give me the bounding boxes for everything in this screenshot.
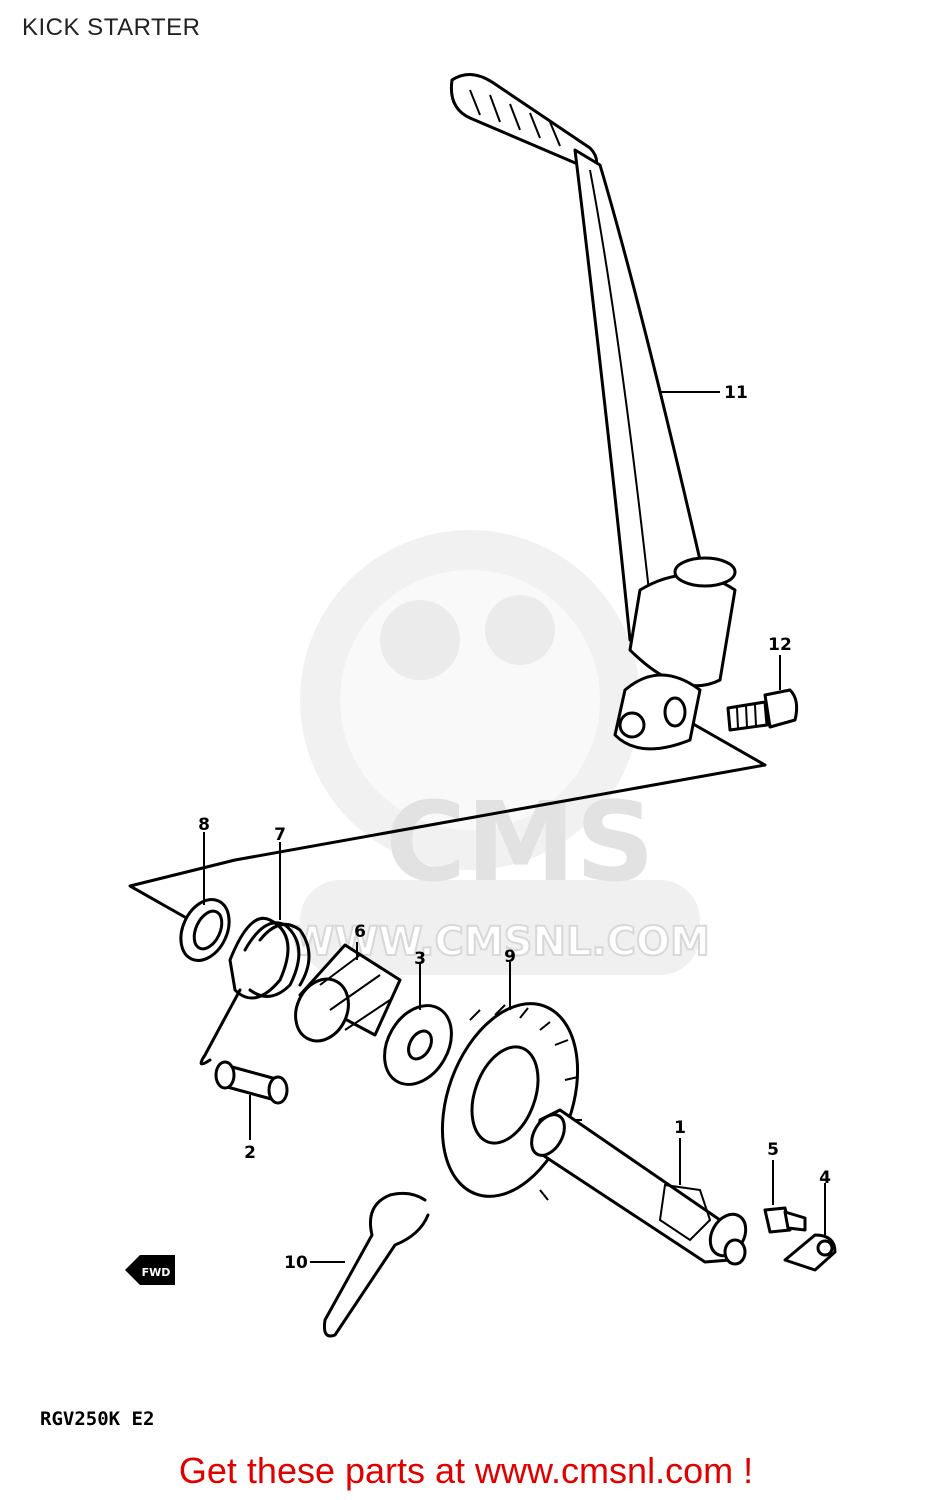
label-part-4: 4 <box>819 1168 831 1188</box>
cta-link[interactable]: Get these parts at www.cmsnl.com ! <box>178 1450 754 1491</box>
model-code: RGV250K E2 <box>40 1408 155 1430</box>
part-circlip <box>323 1191 430 1338</box>
part-guide <box>783 1233 837 1272</box>
label-part-3: 3 <box>414 949 426 969</box>
part-bolt-12 <box>726 688 799 732</box>
fwd-label: FWD <box>142 1266 171 1279</box>
label-part-5: 5 <box>767 1140 779 1160</box>
fwd-arrow-icon: FWD <box>125 1255 175 1285</box>
part-kick-shaft <box>530 1108 748 1266</box>
part-bolt-5 <box>763 1206 807 1234</box>
label-part-2: 2 <box>244 1143 256 1163</box>
part-kick-lever <box>449 73 737 751</box>
assembly-axis-lines <box>128 723 767 922</box>
label-part-1: 1 <box>674 1118 686 1138</box>
watermark-url: WWW.CMSNL.COM <box>290 919 710 965</box>
part-spring <box>199 917 311 1066</box>
watermark-logo <box>300 530 700 975</box>
label-part-7: 7 <box>274 825 286 845</box>
label-part-10: 10 <box>284 1253 308 1273</box>
part-washer <box>383 1004 453 1086</box>
label-part-12: 12 <box>768 635 792 655</box>
part-needle-bearing <box>294 943 402 1043</box>
page-title: KICK STARTER <box>22 14 201 41</box>
label-part-11: 11 <box>724 383 748 403</box>
label-part-6: 6 <box>354 922 366 942</box>
exploded-parts-diagram: CMS WWW.CMSNL.COM <box>125 73 837 1338</box>
label-part-8: 8 <box>198 815 210 835</box>
label-part-9: 9 <box>504 947 516 967</box>
leader-lines <box>203 391 826 1263</box>
watermark-brand: CMS <box>385 778 654 906</box>
part-bushing <box>214 1060 289 1105</box>
part-oil-seal <box>179 898 231 962</box>
